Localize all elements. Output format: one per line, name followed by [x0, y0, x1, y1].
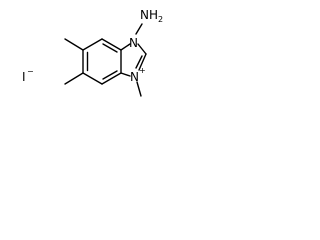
bond-n1-c2: [137, 43, 147, 55]
amine-n-label: N: [140, 8, 149, 22]
methyl-c5: [64, 38, 84, 51]
benzene-ring: [82, 38, 122, 85]
imidazole-ring: [120, 43, 147, 77]
double-bond-c2-n3: [135, 55, 143, 69]
bond-c3a-n1: [120, 43, 131, 51]
bond-c6-c7: [82, 72, 103, 85]
iodide-symbol: I: [22, 70, 26, 84]
amine-h-count: 2: [158, 15, 163, 24]
bond-c7-c7a: [101, 72, 122, 85]
bond-c3a-c4: [101, 38, 122, 51]
methyl-c6: [64, 72, 84, 85]
bond-n3-c7a: [120, 72, 131, 77]
double-bond-c3a-c4: [102, 43, 118, 53]
structure-diagram: N H 2 N N + I −: [22, 8, 163, 97]
imidazole-n3-label: N: [130, 70, 139, 84]
n3-positive-charge: +: [139, 66, 146, 75]
iodide-charge: −: [27, 67, 34, 76]
methyl-n3: [136, 81, 142, 97]
bond-c4-c5: [82, 38, 103, 51]
substituents: [64, 23, 143, 97]
amine-group-label: N H 2: [140, 8, 163, 24]
imidazole-n1-label: N: [129, 36, 138, 50]
iodide-counter-ion: I −: [22, 67, 34, 84]
bond-c2-n3: [138, 53, 147, 71]
amine-h-label: H: [149, 8, 158, 22]
bond-n1-amine: [135, 23, 143, 35]
double-bond-c7-c7a: [102, 70, 118, 80]
